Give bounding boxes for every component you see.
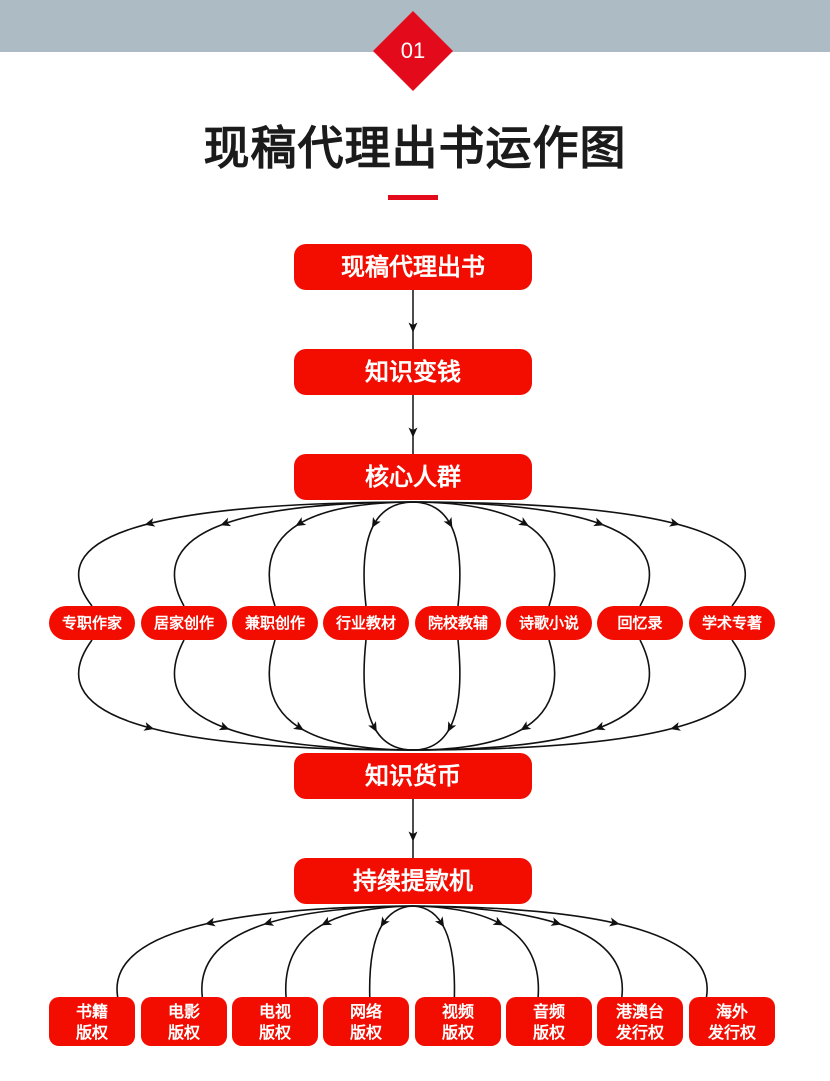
rights-node: 网络版权 — [323, 997, 409, 1046]
flow-node-step5: 持续提款机 — [294, 858, 532, 904]
arrowhead-icon — [594, 721, 606, 731]
arrowhead-icon — [408, 831, 418, 842]
title-underline — [388, 195, 438, 200]
arrowhead-icon — [380, 916, 390, 928]
arrowhead-icon — [321, 916, 333, 926]
arrowhead-icon — [218, 721, 230, 731]
arrowhead-icon — [443, 517, 453, 528]
rights-node-line2: 版权 — [75, 1022, 108, 1042]
audience-node: 居家创作 — [141, 606, 227, 640]
rights-node-line1: 电视 — [258, 1001, 291, 1021]
connector-curve — [412, 501, 556, 607]
rights-node-line2: 版权 — [167, 1022, 200, 1042]
rights-node-line1: 电影 — [167, 1001, 200, 1021]
connector-curve — [77, 639, 414, 751]
arrowhead-icon — [435, 916, 445, 928]
arrowhead-icon — [609, 917, 620, 927]
flow-node-step1: 现稿代理出书 — [294, 244, 532, 290]
arrowhead-icon — [670, 722, 681, 731]
connector-curve — [412, 501, 746, 607]
rights-node-line1: 海外 — [715, 1001, 748, 1021]
connector-curve — [173, 501, 414, 607]
audience-node: 行业教材 — [323, 606, 409, 640]
connector-curve — [412, 905, 540, 998]
audience-node: 学术专著 — [689, 606, 775, 640]
rights-node: 港澳台发行权 — [597, 997, 683, 1046]
rights-node-line2: 发行权 — [615, 1022, 664, 1042]
section-number: 01 — [400, 38, 426, 63]
flow-node-step2: 知识变钱 — [294, 349, 532, 395]
connector-curve — [173, 639, 414, 751]
rights-node: 电影版权 — [141, 997, 227, 1046]
rights-node: 书籍版权 — [49, 997, 135, 1046]
rights-node: 音频版权 — [506, 997, 592, 1046]
audience-node: 院校教辅 — [415, 606, 501, 640]
connector-curve — [412, 905, 708, 998]
audience-node: 兼职创作 — [232, 606, 318, 640]
arrowhead-icon — [143, 722, 155, 731]
rights-node: 视频版权 — [415, 997, 501, 1046]
arrowhead-icon — [520, 721, 532, 731]
audience-node: 专职作家 — [49, 606, 135, 640]
connector-curve — [412, 905, 456, 998]
connector-curve — [412, 639, 556, 751]
diamond-shape — [373, 11, 453, 91]
connector-curve — [268, 639, 414, 751]
arrowhead-icon — [669, 517, 680, 527]
arrowhead-icon — [204, 917, 216, 927]
audience-node: 回忆录 — [597, 606, 683, 640]
rights-node-line1: 视频 — [441, 1001, 474, 1021]
rights-node-line1: 港澳台 — [615, 1001, 664, 1021]
connector-curve — [285, 905, 414, 998]
rights-node: 海外发行权 — [689, 997, 775, 1046]
section-number-badge: 01 — [373, 11, 453, 91]
connector-curve — [363, 501, 414, 607]
rights-node-line2: 版权 — [532, 1022, 565, 1042]
connector-curve — [412, 501, 461, 607]
rights-node-line2: 版权 — [441, 1022, 474, 1042]
connector-curve — [412, 639, 461, 751]
arrowhead-icon — [447, 721, 457, 733]
arrowhead-icon — [295, 517, 307, 527]
arrowhead-icon — [550, 917, 562, 926]
rights-node-line2: 版权 — [258, 1022, 291, 1042]
arrowhead-icon — [518, 517, 529, 527]
audience-node: 诗歌小说 — [506, 606, 592, 640]
rights-node-line2: 发行权 — [707, 1022, 756, 1042]
arrowhead-icon — [293, 721, 304, 731]
arrowhead-icon — [408, 322, 418, 333]
page-title: 现稿代理出书运作图 — [203, 121, 627, 175]
connector-curve — [116, 905, 414, 998]
rights-node-line1: 书籍 — [75, 1001, 108, 1021]
arrowhead-icon — [263, 917, 275, 926]
rights-node-line1: 音频 — [532, 1001, 565, 1021]
connector-curve — [368, 905, 414, 998]
arrowhead-icon — [368, 721, 377, 733]
arrowhead-icon — [593, 517, 605, 527]
arrowhead-icon — [492, 916, 504, 926]
arrowhead-icon — [371, 516, 381, 528]
flow-node-step3: 核心人群 — [294, 454, 532, 500]
connector-curve — [412, 639, 746, 751]
connector-curve — [363, 639, 414, 751]
arrowhead-icon — [144, 517, 156, 527]
connector-curve — [412, 905, 624, 998]
rights-node: 电视版权 — [232, 997, 318, 1046]
flow-node-step4: 知识货币 — [294, 753, 532, 799]
connector-curve — [201, 905, 414, 998]
arrowhead-icon — [220, 517, 232, 527]
rights-node-line1: 网络 — [349, 1001, 382, 1021]
arrowhead-icon — [408, 427, 418, 438]
connector-curve — [412, 501, 651, 607]
connector-curve — [412, 639, 651, 751]
connector-curve — [77, 501, 414, 607]
connector-curve — [268, 501, 414, 607]
rights-node-line2: 版权 — [349, 1022, 382, 1042]
